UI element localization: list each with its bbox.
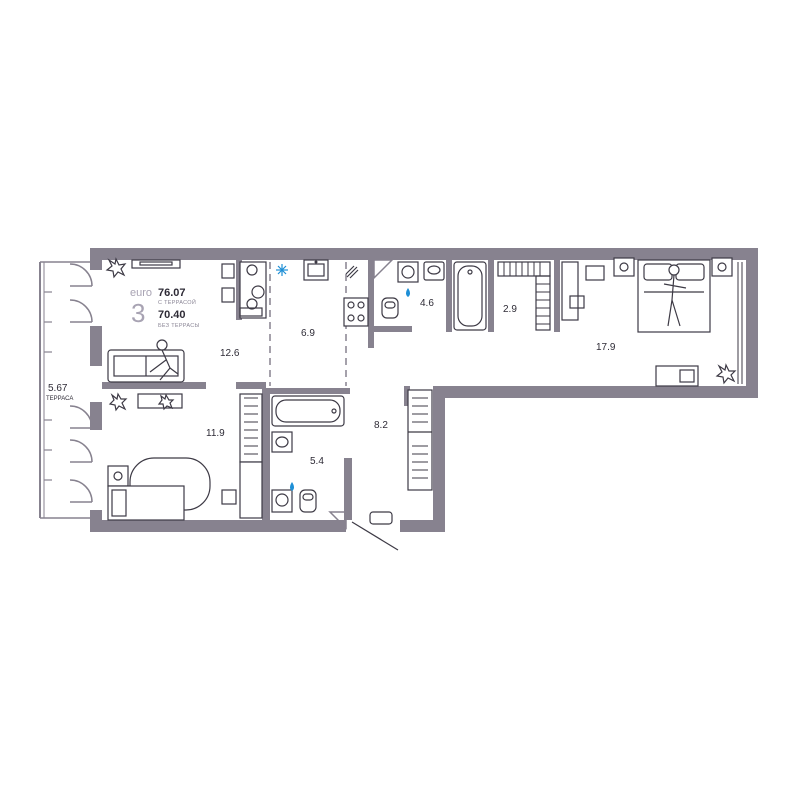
interior-walls: [102, 260, 560, 520]
bedroom-second-furniture: [107, 393, 263, 521]
plant-icon: [715, 363, 737, 385]
room-area-kitchen: 6.9: [301, 328, 315, 339]
room-area-bedroom-master: 17.9: [596, 342, 616, 353]
room-area-living: 12.6: [220, 348, 240, 359]
area-without-terrace: 70.40: [158, 309, 186, 321]
terrace-label: ТЕРРАСА: [46, 396, 73, 402]
bathroom-fixtures: [373, 259, 487, 331]
plant-icon: [108, 392, 128, 412]
person-on-sofa-icon: [149, 339, 179, 381]
kitchen: [276, 259, 369, 327]
plant-icon: [345, 265, 359, 279]
room-area-bedroom-second: 11.9: [206, 428, 225, 439]
zone-divider: [269, 262, 347, 386]
apartment-info: euro 3 76.07 С ТЕРРАСОЙ 70.40 БЕЗ ТЕРРАС…: [130, 287, 200, 329]
rooms-count: 3: [131, 298, 145, 328]
entrance-door: [328, 511, 399, 551]
without-terrace-label: БЕЗ ТЕРРАСЫ: [158, 323, 200, 329]
room-area-bathroom: 4.6: [420, 298, 434, 309]
dining-area: [221, 261, 267, 319]
snowflake-icon: [276, 264, 288, 276]
water-drop-icon: [406, 288, 410, 297]
washroom-fixtures: [271, 395, 345, 513]
terrace-area: 5.67: [48, 383, 68, 394]
euro-label: euro: [130, 287, 152, 299]
room-area-washroom: 5.4: [310, 456, 324, 467]
plant-icon: [105, 257, 127, 279]
person-in-bed-icon: [663, 264, 687, 327]
bedroom-master-furniture: [561, 257, 743, 387]
outer-walls: [90, 248, 758, 532]
water-drop-icon: [290, 482, 294, 491]
with-terrace-label: С ТЕРРАСОЙ: [158, 298, 196, 306]
plant-icon: [157, 393, 175, 411]
wardrobe: [497, 261, 551, 331]
area-with-terrace: 76.07: [158, 287, 186, 299]
room-area-wardrobe: 2.9: [503, 304, 517, 315]
hallway-wardrobe: [407, 389, 433, 491]
terrace: 5.67 ТЕРРАСА: [39, 261, 100, 519]
room-area-hallway: 8.2: [374, 420, 388, 431]
living-room-furniture: [105, 257, 185, 412]
room-labels: 12.6 6.9 4.6 2.9 17.9 11.9 5.4 8.2: [206, 298, 616, 467]
